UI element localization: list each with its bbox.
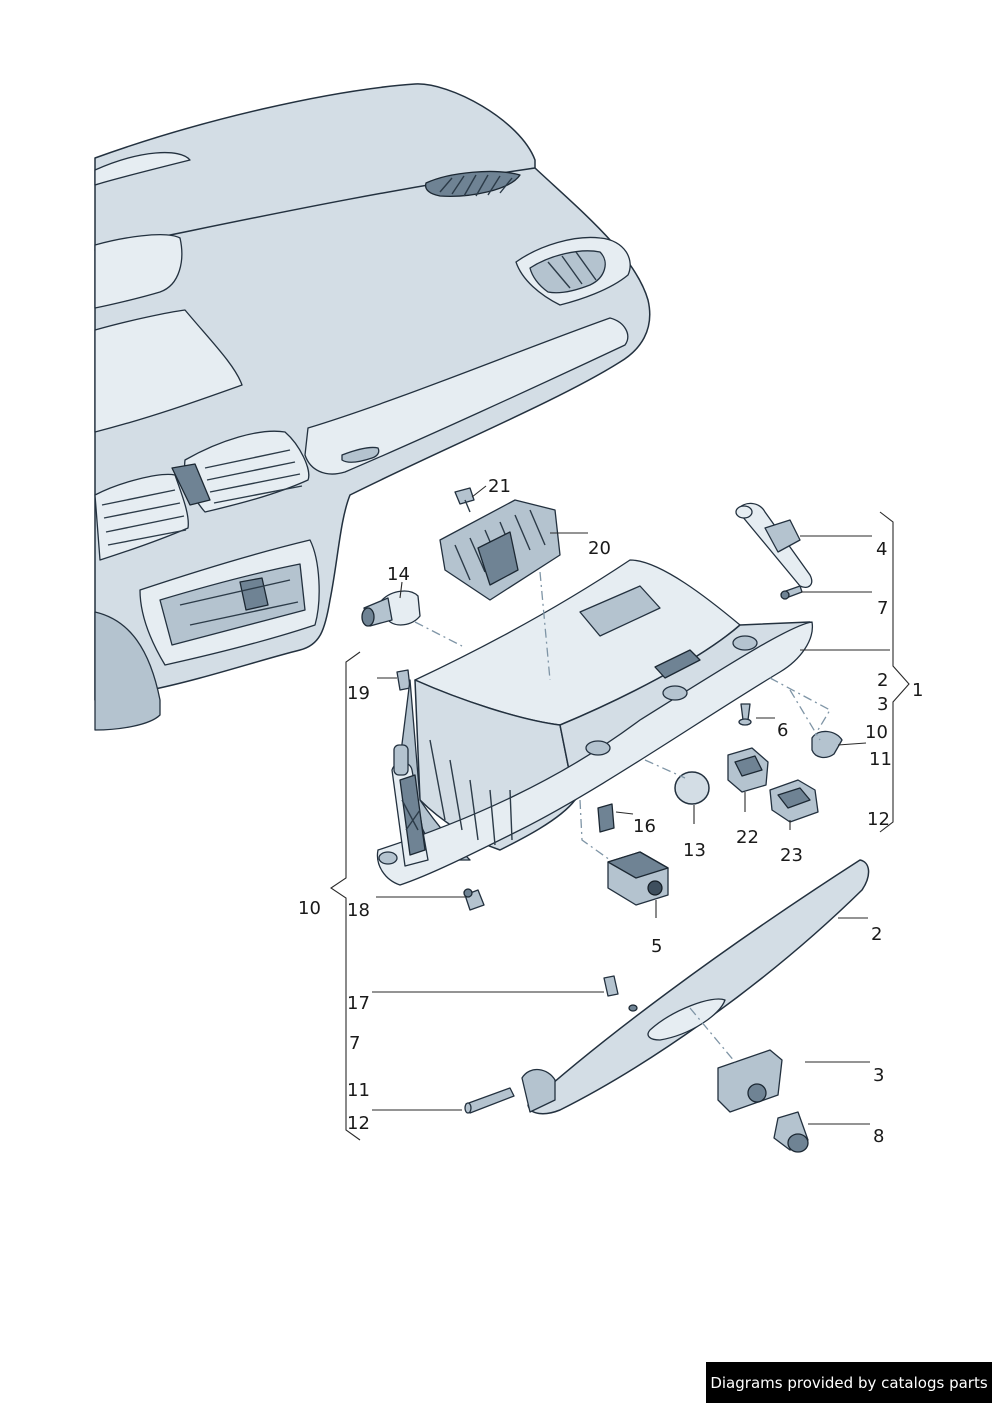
callout-12: 12 (867, 809, 890, 830)
part-20-bracket (439, 499, 561, 601)
callout-18: 18 (347, 900, 370, 921)
callout-3: 3 (873, 1065, 884, 1086)
callout-5: 5 (651, 936, 662, 957)
callout-17: 17 (347, 993, 370, 1014)
callout-1: 1 (912, 680, 923, 701)
part-23-switch (769, 779, 819, 823)
callout-10: 10 (298, 898, 321, 919)
callout-2: 2 (877, 670, 888, 691)
callout-3: 3 (877, 694, 888, 715)
part-7-screw (780, 585, 803, 600)
callout-11: 11 (869, 749, 892, 770)
credit-text: Diagrams provided by catalogs parts (710, 1373, 988, 1392)
callout-14: 14 (387, 564, 410, 585)
callout-12: 12 (347, 1113, 370, 1134)
part-12-pin (464, 1087, 515, 1114)
part-13-cap (674, 771, 710, 805)
part-10-bracket (811, 730, 843, 759)
callout-22: 22 (736, 827, 759, 848)
part-14-lamp (361, 590, 421, 627)
part-19-clip (396, 669, 411, 691)
part-17-screw (603, 975, 619, 997)
callout-8: 8 (873, 1126, 884, 1147)
callout-21: 21 (488, 476, 511, 497)
part-3-lock (717, 1049, 783, 1113)
grouping-brackets (330, 511, 910, 1141)
callout-labels: 1 2 3 4 7 10 11 12 6 21 20 14 19 16 13 2… (298, 476, 923, 1147)
part-2-lid (521, 859, 870, 1115)
part-5-socket (607, 851, 669, 906)
callout-20: 20 (588, 538, 611, 559)
part-4-hinge (735, 502, 813, 589)
leader-lines (372, 485, 890, 1125)
part-18-pin (463, 888, 485, 911)
credit-banner: Diagrams provided by catalogs parts (706, 1362, 992, 1403)
callout-19: 19 (347, 683, 370, 704)
part-22-switch (727, 747, 769, 793)
callout-10: 10 (865, 722, 888, 743)
callout-7: 7 (349, 1033, 360, 1054)
part-21-screw (454, 487, 475, 513)
callout-4: 4 (876, 539, 887, 560)
callout-6: 6 (777, 720, 788, 741)
glovebox-housing (376, 559, 814, 886)
part-8-lock-cylinder (773, 1111, 809, 1153)
part-6-screw (738, 703, 752, 726)
callout-11: 11 (347, 1080, 370, 1101)
dashboard-panel (94, 83, 651, 731)
callout-7: 7 (877, 598, 888, 619)
assembly-dashed-lines (414, 571, 831, 1063)
callout-16: 16 (633, 816, 656, 837)
callout-23: 23 (780, 845, 803, 866)
part-16-nut (597, 803, 615, 833)
callout-2: 2 (871, 924, 882, 945)
callout-13: 13 (683, 840, 706, 861)
